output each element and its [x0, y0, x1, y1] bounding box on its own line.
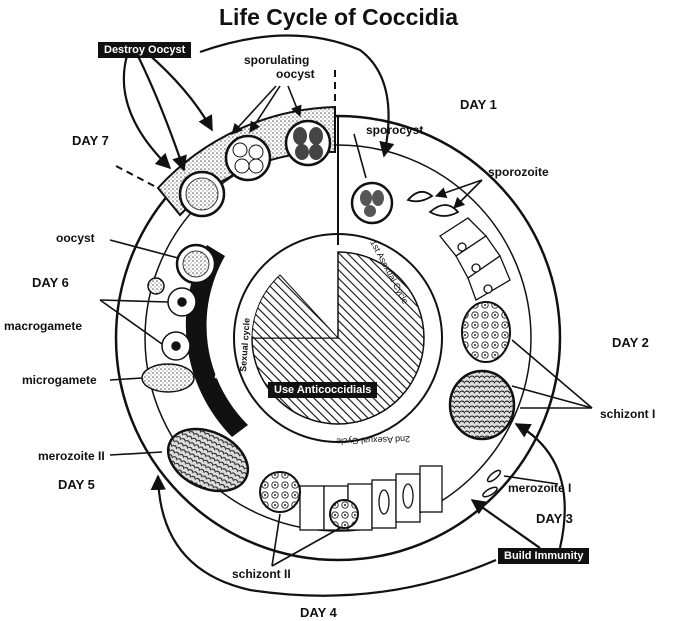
sporulating-oocyst-3-icon	[286, 121, 330, 165]
day-5-label: DAY 5	[58, 478, 95, 491]
macrogamete-label: macrogamete	[4, 320, 82, 333]
schizont-2-label: schizont II	[232, 568, 291, 581]
day-2-label: DAY 2	[612, 336, 649, 349]
day-6-label: DAY 6	[32, 276, 69, 289]
day-7-label: DAY 7	[72, 134, 109, 147]
sporulating-label: sporulating	[244, 54, 309, 67]
sporulating-oocyst-2-icon	[226, 136, 270, 180]
sporulating-oocyst-1-icon	[180, 172, 224, 216]
merozoite-2-label: merozoite II	[38, 450, 105, 463]
day-4-label: DAY 4	[300, 606, 337, 619]
microgamete-label: microgamete	[22, 374, 97, 387]
dashed-line-left	[116, 166, 158, 188]
sporozoite-label: sporozoite	[488, 166, 549, 179]
day-3-label: DAY 3	[536, 512, 573, 525]
oocyst-label: oocyst	[56, 232, 95, 245]
destroy-oocyst-box: Destroy Oocyst	[98, 42, 191, 58]
merozoite-1-label: merozoite I	[508, 482, 571, 495]
sporocyst-label: sporocyst	[366, 124, 423, 137]
use-anticoccidials-box: Use Anticoccidials	[268, 382, 377, 398]
day-1-label: DAY 1	[460, 98, 497, 111]
schizont-1-label: schizont I	[600, 408, 655, 421]
sporulating-oocyst-label: oocyst	[276, 68, 315, 81]
microgamete-icon	[142, 364, 194, 392]
oocyst-icon	[177, 245, 215, 283]
page-title: Life Cycle of Coccidia	[0, 4, 677, 31]
sporocyst-icon	[352, 183, 392, 223]
build-immunity-box: Build Immunity	[498, 548, 589, 564]
